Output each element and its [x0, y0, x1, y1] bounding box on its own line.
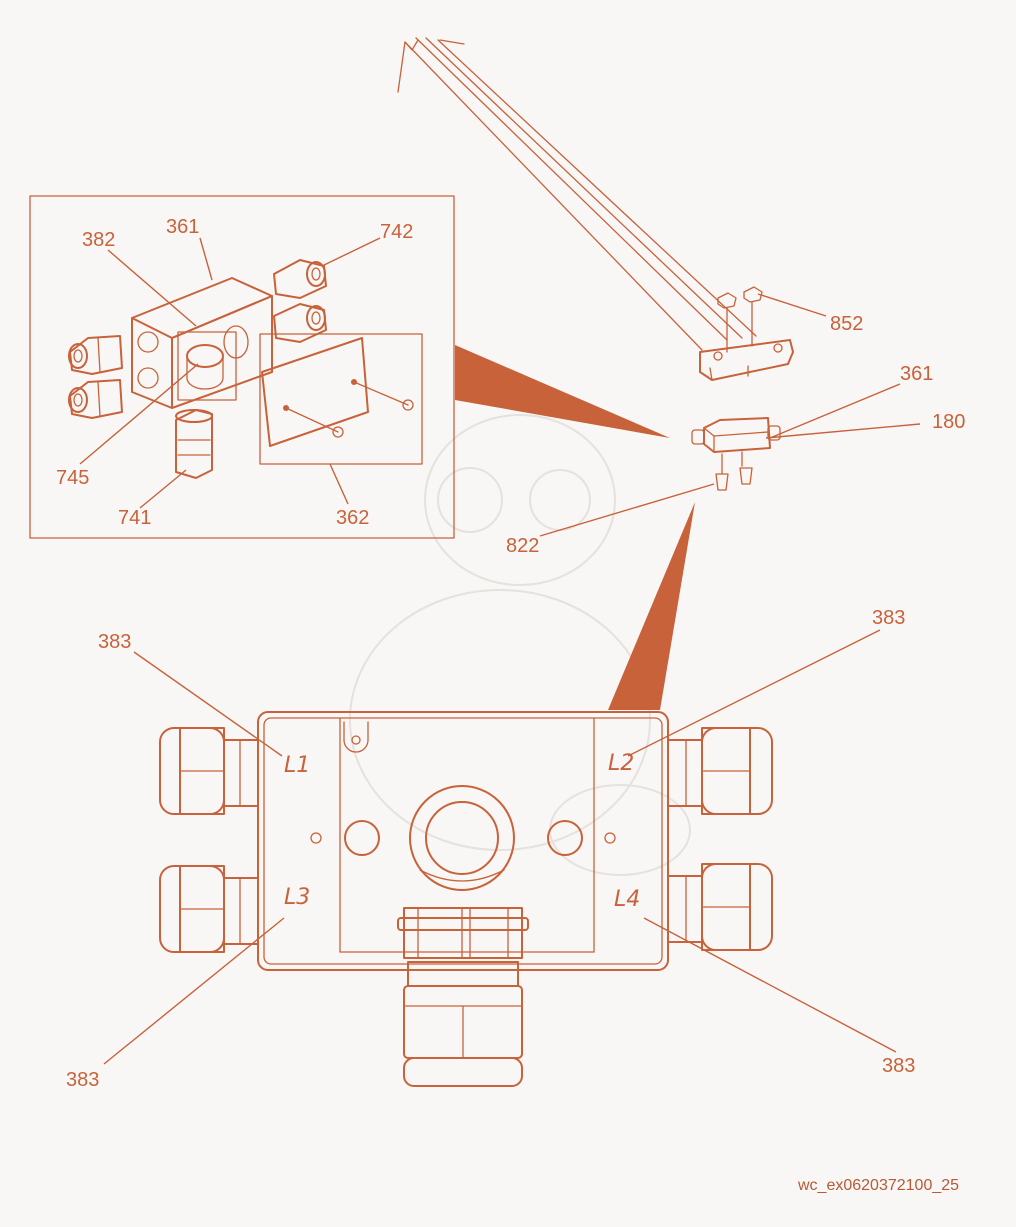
terminal-label-l2: L2 [608, 751, 634, 776]
callout-382: 382 [82, 229, 115, 251]
leader-lines [79, 237, 921, 1065]
callout-852: 852 [830, 313, 863, 335]
callout-822: 822 [506, 535, 539, 557]
callout-383-top-left: 383 [98, 631, 131, 653]
callout-362: 362 [336, 507, 369, 529]
detail-frame [29, 195, 455, 539]
main-junction-box [257, 711, 669, 971]
terminal-label-l3: L3 [284, 885, 310, 910]
callout-383-bottom-left: 383 [66, 1069, 99, 1091]
callout-180: 180 [932, 411, 965, 433]
pole [397, 37, 757, 351]
callout-361-mount: 361 [900, 363, 933, 385]
callout-745: 745 [56, 467, 89, 489]
callout-383-bottom-right: 383 [882, 1055, 915, 1077]
terminal-label-l4: L4 [614, 887, 640, 912]
mounting-bracket [699, 286, 794, 381]
main-zoom-wedge [608, 502, 695, 710]
callout-741: 741 [118, 507, 151, 529]
detail-junction-box [131, 277, 273, 409]
callout-383-top-right: 383 [872, 607, 905, 629]
callout-742: 742 [380, 221, 413, 243]
detail-cable-glands [68, 259, 327, 479]
main-side-glands [159, 727, 773, 953]
detail-zoom-wedge [455, 345, 670, 438]
mounted-junction-box [691, 417, 781, 491]
callout-361-detail: 361 [166, 216, 199, 238]
main-bottom-gland [397, 907, 529, 1087]
drawing-code: wc_ex0620372100_25 [797, 1177, 959, 1194]
detail-lid [259, 333, 423, 465]
terminal-label-l1: L1 [284, 753, 310, 778]
